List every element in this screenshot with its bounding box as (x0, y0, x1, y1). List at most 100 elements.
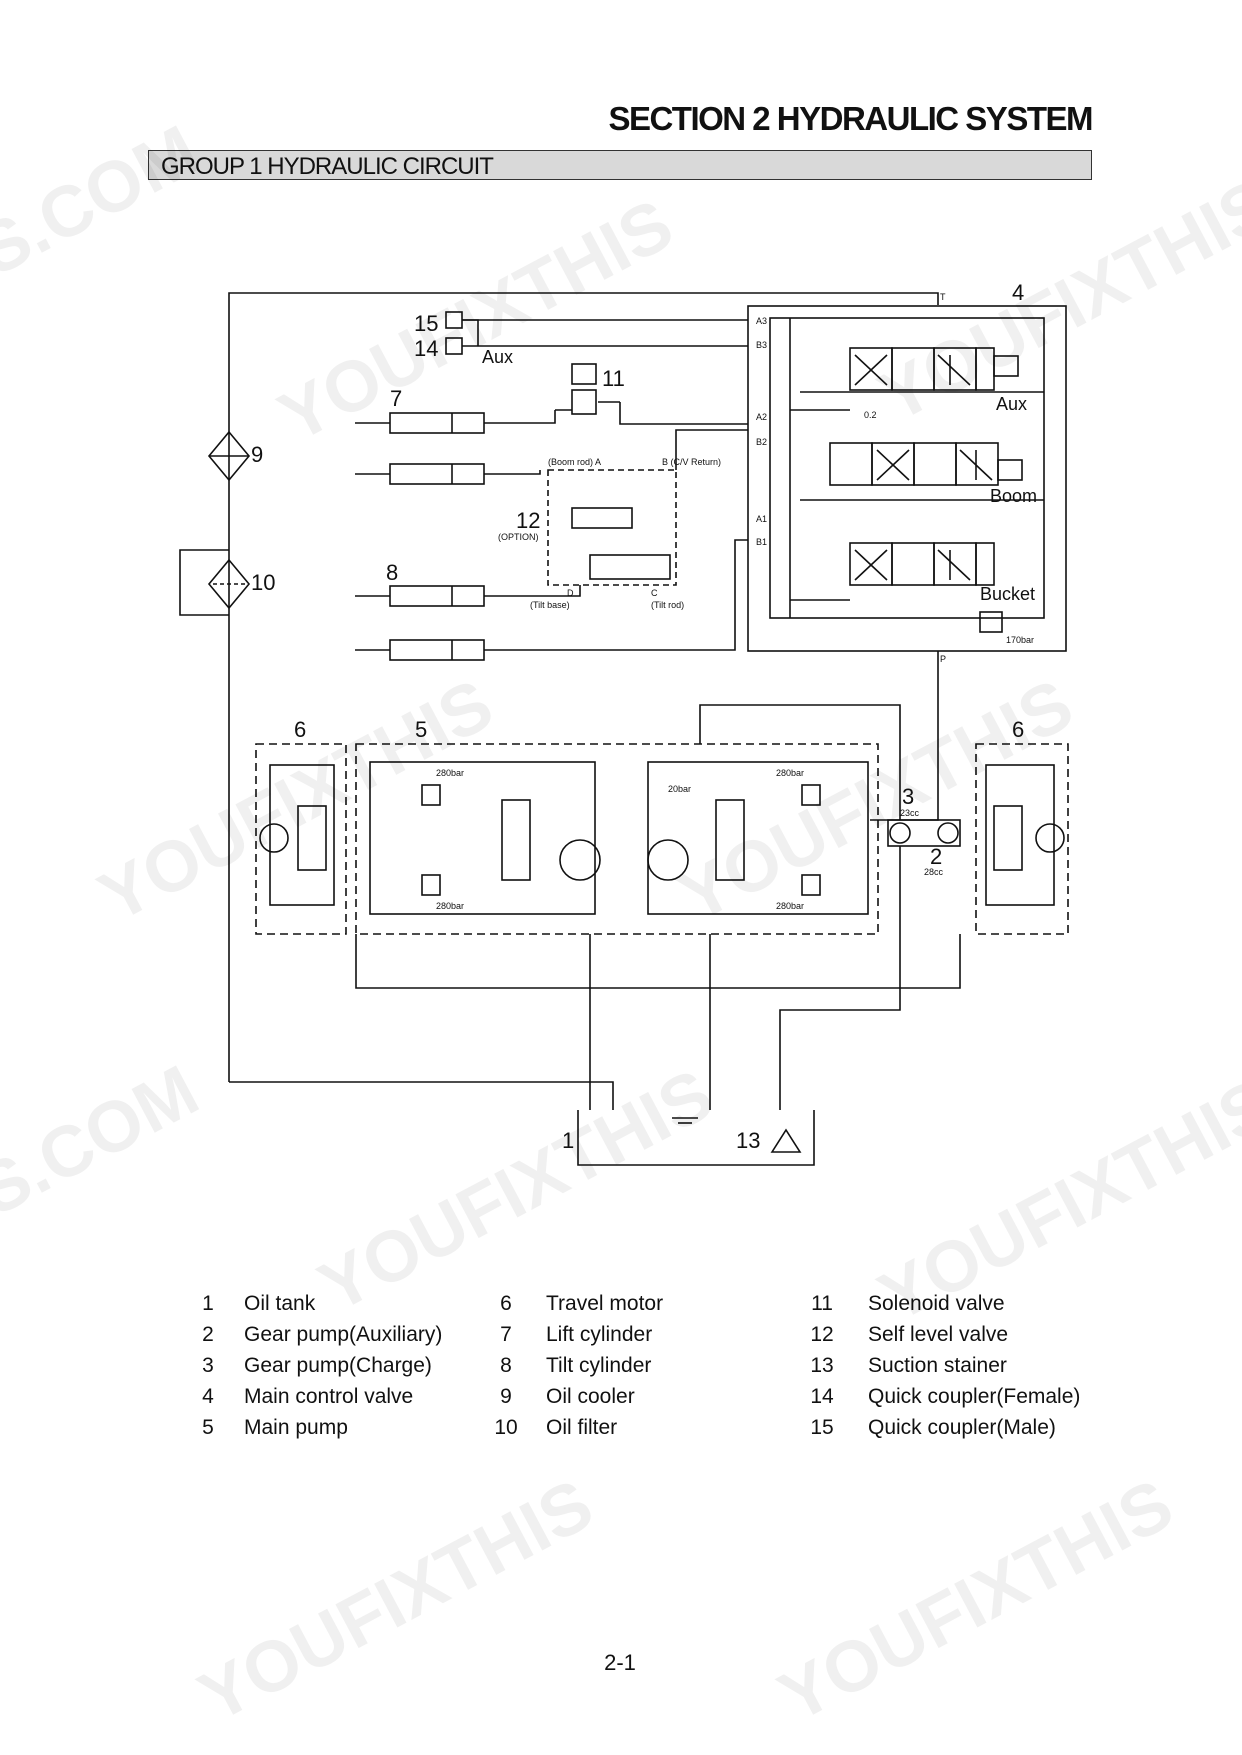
tilt-cylinders (355, 539, 748, 661)
relief-valve-170 (979, 611, 1003, 633)
travel-motor-right-box (975, 743, 1069, 935)
label-option: (OPTION) (498, 532, 539, 542)
callout-7: 7 (390, 386, 402, 411)
label-relief-170: 170bar (1006, 635, 1034, 645)
callout-14: 14 (414, 336, 438, 361)
legend-num: 2 (202, 1323, 214, 1346)
label-charge-relief: 20bar (668, 784, 691, 794)
label-port-d: D (567, 588, 574, 598)
legend-text: Lift cylinder (546, 1323, 653, 1346)
suction-strainer (770, 1128, 802, 1153)
solenoid-valve (555, 363, 748, 425)
callout-3: 3 (902, 784, 914, 809)
bucket-spool (849, 542, 995, 586)
callout-6-right: 6 (1012, 717, 1024, 742)
callout-12: 12 (516, 508, 540, 533)
legend-num: 4 (202, 1385, 214, 1408)
label-port-t: T (940, 292, 946, 302)
callout-13: 13 (736, 1128, 760, 1153)
label-tilt-rod: (Tilt rod) (651, 600, 684, 610)
label-relief-left-top: 280bar (436, 768, 464, 778)
legend-num: 8 (500, 1354, 512, 1377)
legend-num: 6 (500, 1292, 512, 1315)
legend-text: Gear pump(Charge) (244, 1354, 432, 1377)
label-port-p: P (940, 654, 946, 664)
aux-spool (849, 347, 1019, 391)
legend-text: Quick coupler(Female) (868, 1385, 1081, 1408)
legend-text: Gear pump(Auxiliary) (244, 1323, 443, 1346)
label-pump2-disp: 28cc (924, 867, 944, 877)
callout-2: 2 (930, 844, 942, 869)
label-cv-return: B (C/V Return) (662, 457, 721, 467)
label-relief-right-top: 280bar (776, 768, 804, 778)
legend-num: 10 (494, 1416, 518, 1439)
callout-11: 11 (602, 366, 625, 391)
legend-text: Oil filter (546, 1416, 618, 1439)
legend-text: Solenoid valve (868, 1292, 1005, 1315)
main-control-valve-box (747, 305, 1067, 652)
legend-num: 1 (202, 1292, 214, 1315)
callout-8: 8 (386, 560, 398, 585)
callout-1: 1 (562, 1128, 574, 1153)
callout-10: 10 (251, 570, 275, 595)
label-tilt-base: (Tilt base) (530, 600, 570, 610)
legend-num: 3 (202, 1354, 214, 1377)
label-b3: B3 (756, 340, 767, 350)
oil-tank (577, 1110, 815, 1166)
legend-text: Oil cooler (546, 1385, 635, 1408)
label-boom-rod: (Boom rod) A (548, 457, 601, 467)
callout-6-left: 6 (294, 717, 306, 742)
callout-4: 4 (1012, 280, 1024, 305)
section-title: SECTION 2 HYDRAULIC SYSTEM (608, 100, 1093, 137)
legend-text: Quick coupler(Male) (868, 1416, 1056, 1439)
callout-9: 9 (251, 442, 263, 467)
label-relief-right-bottom: 280bar (776, 901, 804, 911)
label-aux-coupler: Aux (482, 347, 513, 367)
callout-5: 5 (415, 717, 427, 742)
legend-text: Suction stainer (868, 1354, 1007, 1377)
legend-text: Main pump (244, 1416, 348, 1439)
label-orifice: 0.2 (864, 410, 877, 420)
legend-text: Self level valve (868, 1323, 1009, 1346)
legend-num: 14 (810, 1385, 834, 1408)
travel-motor-right (1035, 823, 1065, 853)
label-bucket-spool: Bucket (980, 584, 1035, 604)
quick-couplers (445, 311, 748, 355)
legend-num: 15 (810, 1416, 834, 1439)
travel-motor-left (259, 823, 289, 853)
legend-num: 9 (500, 1385, 512, 1408)
legend-text: Tilt cylinder (546, 1354, 652, 1377)
oil-filter (207, 558, 251, 610)
legend-num: 12 (810, 1323, 834, 1346)
label-a1: A1 (756, 514, 767, 524)
legend-num: 11 (811, 1292, 833, 1315)
legend-text: Main control valve (244, 1385, 414, 1408)
callout-15: 15 (414, 311, 438, 336)
label-port-c: C (651, 588, 658, 598)
legend-num: 7 (500, 1323, 512, 1346)
label-b2: B2 (756, 437, 767, 447)
label-a2: A2 (756, 412, 767, 422)
label-b1: B1 (756, 537, 767, 547)
group-title-bar: GROUP 1 HYDRAULIC CIRCUIT (148, 150, 1092, 180)
lift-cylinders (355, 410, 556, 485)
label-aux-spool: Aux (996, 394, 1027, 414)
travel-motor-left-box (255, 743, 347, 935)
gear-pump-box (887, 819, 961, 847)
pump-right (647, 839, 689, 881)
legend-num: 5 (202, 1416, 214, 1439)
legend-num: 13 (810, 1354, 834, 1377)
legend-text: Travel motor (546, 1292, 664, 1315)
pump-left (559, 839, 601, 881)
page-number: 2-1 (604, 1650, 636, 1675)
label-a3: A3 (756, 316, 767, 326)
boom-spool (829, 442, 1023, 486)
return-line (228, 292, 939, 1082)
group-title: GROUP 1 HYDRAULIC CIRCUIT (161, 153, 494, 180)
label-pump3-disp: 23cc (900, 808, 920, 818)
main-pump-box (355, 743, 879, 935)
self-level-valve-box (547, 469, 677, 586)
label-boom-spool: Boom (990, 486, 1037, 506)
legend-text: Oil tank (244, 1292, 316, 1315)
